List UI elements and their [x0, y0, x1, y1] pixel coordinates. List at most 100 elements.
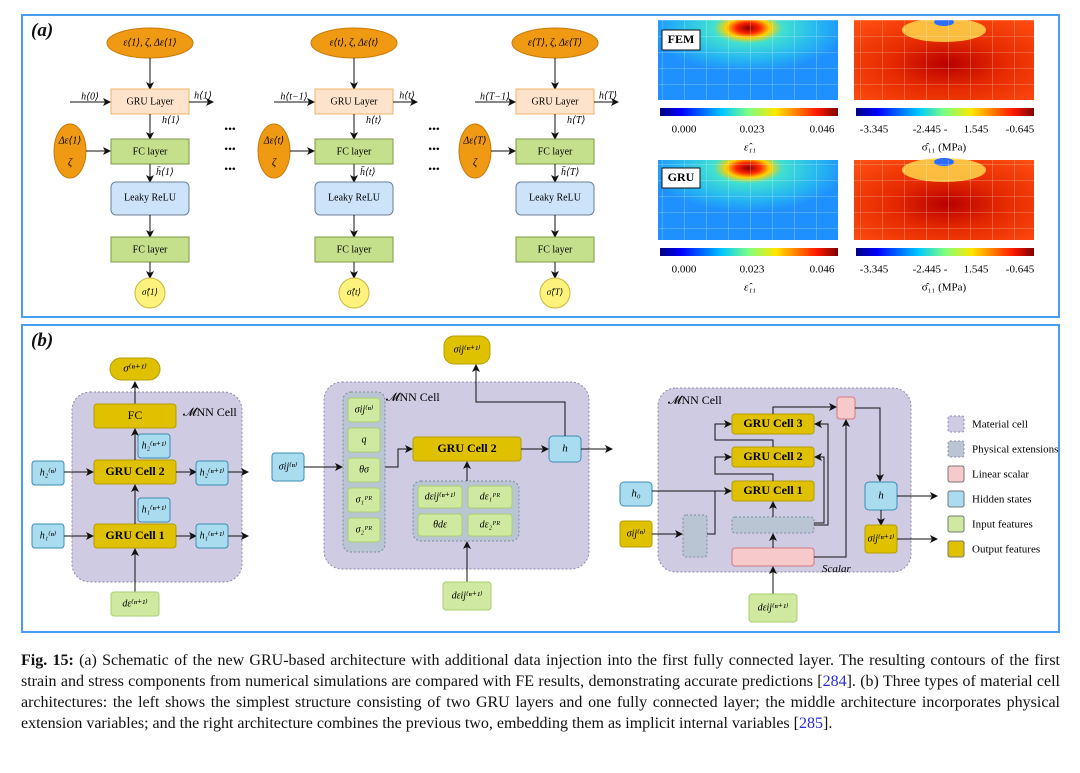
svg-text:ζ: ζ: [272, 157, 277, 168]
physical-extension-bar: [731, 516, 815, 534]
strain-tick: 0.000: [672, 124, 697, 136]
h2-output: [195, 460, 229, 486]
svg-text:dε₂ᴾᴿ: dε₂ᴾᴿ: [480, 519, 501, 530]
svg-text:FC layer: FC layer: [538, 146, 573, 157]
linear-scalar-bar: [731, 547, 815, 567]
right-architecture: 𝓜NN Cell GRU Cell 3 GRU Cell 2 GRU Cell …: [619, 387, 938, 623]
method-tag: FEM: [668, 32, 695, 46]
legend-swatch: [947, 490, 965, 508]
svg-text:h⟨t−1⟩: h⟨t−1⟩: [280, 91, 307, 102]
legend-swatch: [947, 540, 965, 558]
stress-tick: 1.545: [964, 124, 989, 136]
input-node-right: [748, 593, 798, 623]
svg-text:θdε: θdε: [433, 519, 447, 530]
left-architecture: 𝓜NN Cell σ⁽ⁿ⁺¹⁾ FC GRU Cell 2 GRU Cell 1…: [31, 357, 249, 617]
svg-text:h⟨t⟩: h⟨t⟩: [366, 115, 382, 126]
legend-item: Hidden states: [947, 490, 1032, 508]
method-tag-box: [661, 29, 701, 51]
stress-tick: -3.345: [860, 124, 889, 136]
stress-colorbar: [856, 108, 1034, 116]
stress-tick: -2.445 -: [913, 264, 948, 276]
svg-text:h̄⟨T⟩: h̄⟨T⟩: [561, 166, 579, 178]
ellipsis-2: ••• ••• •••: [428, 124, 440, 176]
strain-tick: 0.000: [672, 264, 697, 276]
legend-label: Material cell: [972, 419, 1028, 431]
svg-text:σij⁽ⁿ⁺¹⁾: σij⁽ⁿ⁺¹⁾: [454, 344, 481, 355]
legend-item: Linear scalar: [947, 465, 1029, 483]
svg-text:σ̂⟨1⟩: σ̂⟨1⟩: [142, 287, 158, 297]
legend-swatch: [947, 515, 965, 533]
method-tag-box: [661, 167, 701, 189]
svg-text:dεij⁽ⁿ⁺¹⁾: dεij⁽ⁿ⁺¹⁾: [425, 491, 456, 502]
gru-cell-1-label-left: GRU Cell 1: [105, 528, 164, 542]
panel-a-label: (a): [31, 20, 54, 41]
legend-label: Hidden states: [972, 494, 1032, 506]
input-node-middle: [442, 581, 492, 611]
output-label-left: σ⁽ⁿ⁺¹⁾: [123, 363, 147, 375]
output-node-left: [109, 357, 161, 381]
svg-text:FC layer: FC layer: [337, 146, 372, 157]
fc-layer-block: [110, 138, 190, 165]
extension-feature: [467, 485, 513, 509]
panel-a-frame: (a): [21, 14, 1060, 318]
citation-link[interactable]: 284: [822, 673, 847, 690]
legend-label: Input features: [972, 519, 1033, 531]
svg-text:h₁⁽ⁿ⁺¹⁾: h₁⁽ⁿ⁺¹⁾: [200, 530, 225, 541]
stress-colorbar: [856, 248, 1034, 256]
output-node-middle: [443, 335, 491, 365]
h2-mid: [137, 433, 171, 459]
svg-text:dεij⁽ⁿ⁺¹⁾: dεij⁽ⁿ⁺¹⁾: [758, 602, 789, 613]
citation-link[interactable]: 285: [798, 715, 823, 732]
legend-label: Physical extensions: [972, 444, 1058, 456]
svg-text:θσ: θσ: [359, 464, 370, 475]
stress-axis-label: σ̂₁₁ (MPa): [922, 282, 967, 294]
stress-tick: -2.445 -: [913, 124, 948, 136]
svg-text:Δε⟨T⟩: Δε⟨T⟩: [462, 135, 486, 146]
strain-colorbar: [660, 108, 838, 116]
svg-text:dε⁽ⁿ⁺¹⁾: dε⁽ⁿ⁺¹⁾: [122, 598, 148, 609]
svg-text:σij⁽ⁿ⁺¹⁾: σij⁽ⁿ⁺¹⁾: [868, 533, 895, 544]
svg-text:h̄⟨1⟩: h̄⟨1⟩: [156, 166, 174, 178]
extension-feature: [347, 427, 381, 453]
method-tag: GRU: [668, 170, 695, 184]
svg-text:•••: •••: [428, 144, 440, 156]
stress-axis-label: σ̂₁₁ (MPa): [922, 142, 967, 154]
gru-cell-2-label-left: GRU Cell 2: [105, 464, 164, 478]
input-node-left: [110, 591, 160, 617]
svg-text:•••: •••: [224, 124, 236, 136]
side-input-ellipse: [458, 123, 492, 179]
legend-item: Output features: [947, 540, 1040, 558]
side-input-ellipse: [257, 123, 291, 179]
material-cell-middle: [323, 381, 590, 570]
extension-feature: [347, 457, 381, 483]
svg-text:FC layer: FC layer: [337, 244, 372, 255]
panel-b-label: (b): [31, 330, 54, 351]
figure-label: Fig. 15:: [21, 652, 74, 669]
fc-layer-block: [314, 138, 394, 165]
output-circle: [539, 277, 571, 309]
svg-text:ε⟨1⟩, ζ, Δε⟨1⟩: ε⟨1⟩, ζ, Δε⟨1⟩: [123, 37, 176, 48]
svg-text:h₁⁽ⁿ⁺¹⁾: h₁⁽ⁿ⁺¹⁾: [142, 504, 167, 515]
side-input-ellipse: [53, 123, 87, 179]
panel-b-diagram: 𝓜NN Cell σ⁽ⁿ⁺¹⁾ FC GRU Cell 2 GRU Cell 1…: [31, 335, 1058, 623]
svg-text:σ₁ᴾᴿ: σ₁ᴾᴿ: [356, 494, 373, 505]
svg-text:•••: •••: [428, 124, 440, 136]
svg-text:GRU Cell 3: GRU Cell 3: [743, 416, 802, 430]
middle-architecture: 𝓜NN Cell σij⁽ⁿ⁺¹⁾ σij⁽ⁿ⁾ σij⁽ⁿ⁾qθσσ₁ᴾᴿσ₂…: [271, 335, 613, 611]
svg-text:ε⟨t⟩, ζ, Δε⟨t⟩: ε⟨t⟩, ζ, Δε⟨t⟩: [330, 37, 379, 48]
svg-text:h⟨T−1⟩: h⟨T−1⟩: [480, 91, 510, 102]
strain-tick: 0.046: [810, 124, 835, 136]
physical-extension-small: [682, 514, 708, 558]
timestep-column: ε⟨T⟩, ζ, Δε⟨T⟩GRU Layerh⟨T−1⟩h⟨T⟩h⟨T⟩FC …: [458, 27, 619, 309]
legend-item: Input features: [947, 515, 1033, 533]
fc-label-left: FC: [128, 408, 143, 422]
svg-text:h⟨T⟩: h⟨T⟩: [567, 115, 585, 126]
strain-colorbar: [660, 248, 838, 256]
svg-text:σij⁽ⁿ⁾: σij⁽ⁿ⁾: [355, 404, 374, 415]
svg-text:FC layer: FC layer: [133, 146, 168, 157]
svg-text:h⟨T⟩: h⟨T⟩: [599, 90, 617, 101]
